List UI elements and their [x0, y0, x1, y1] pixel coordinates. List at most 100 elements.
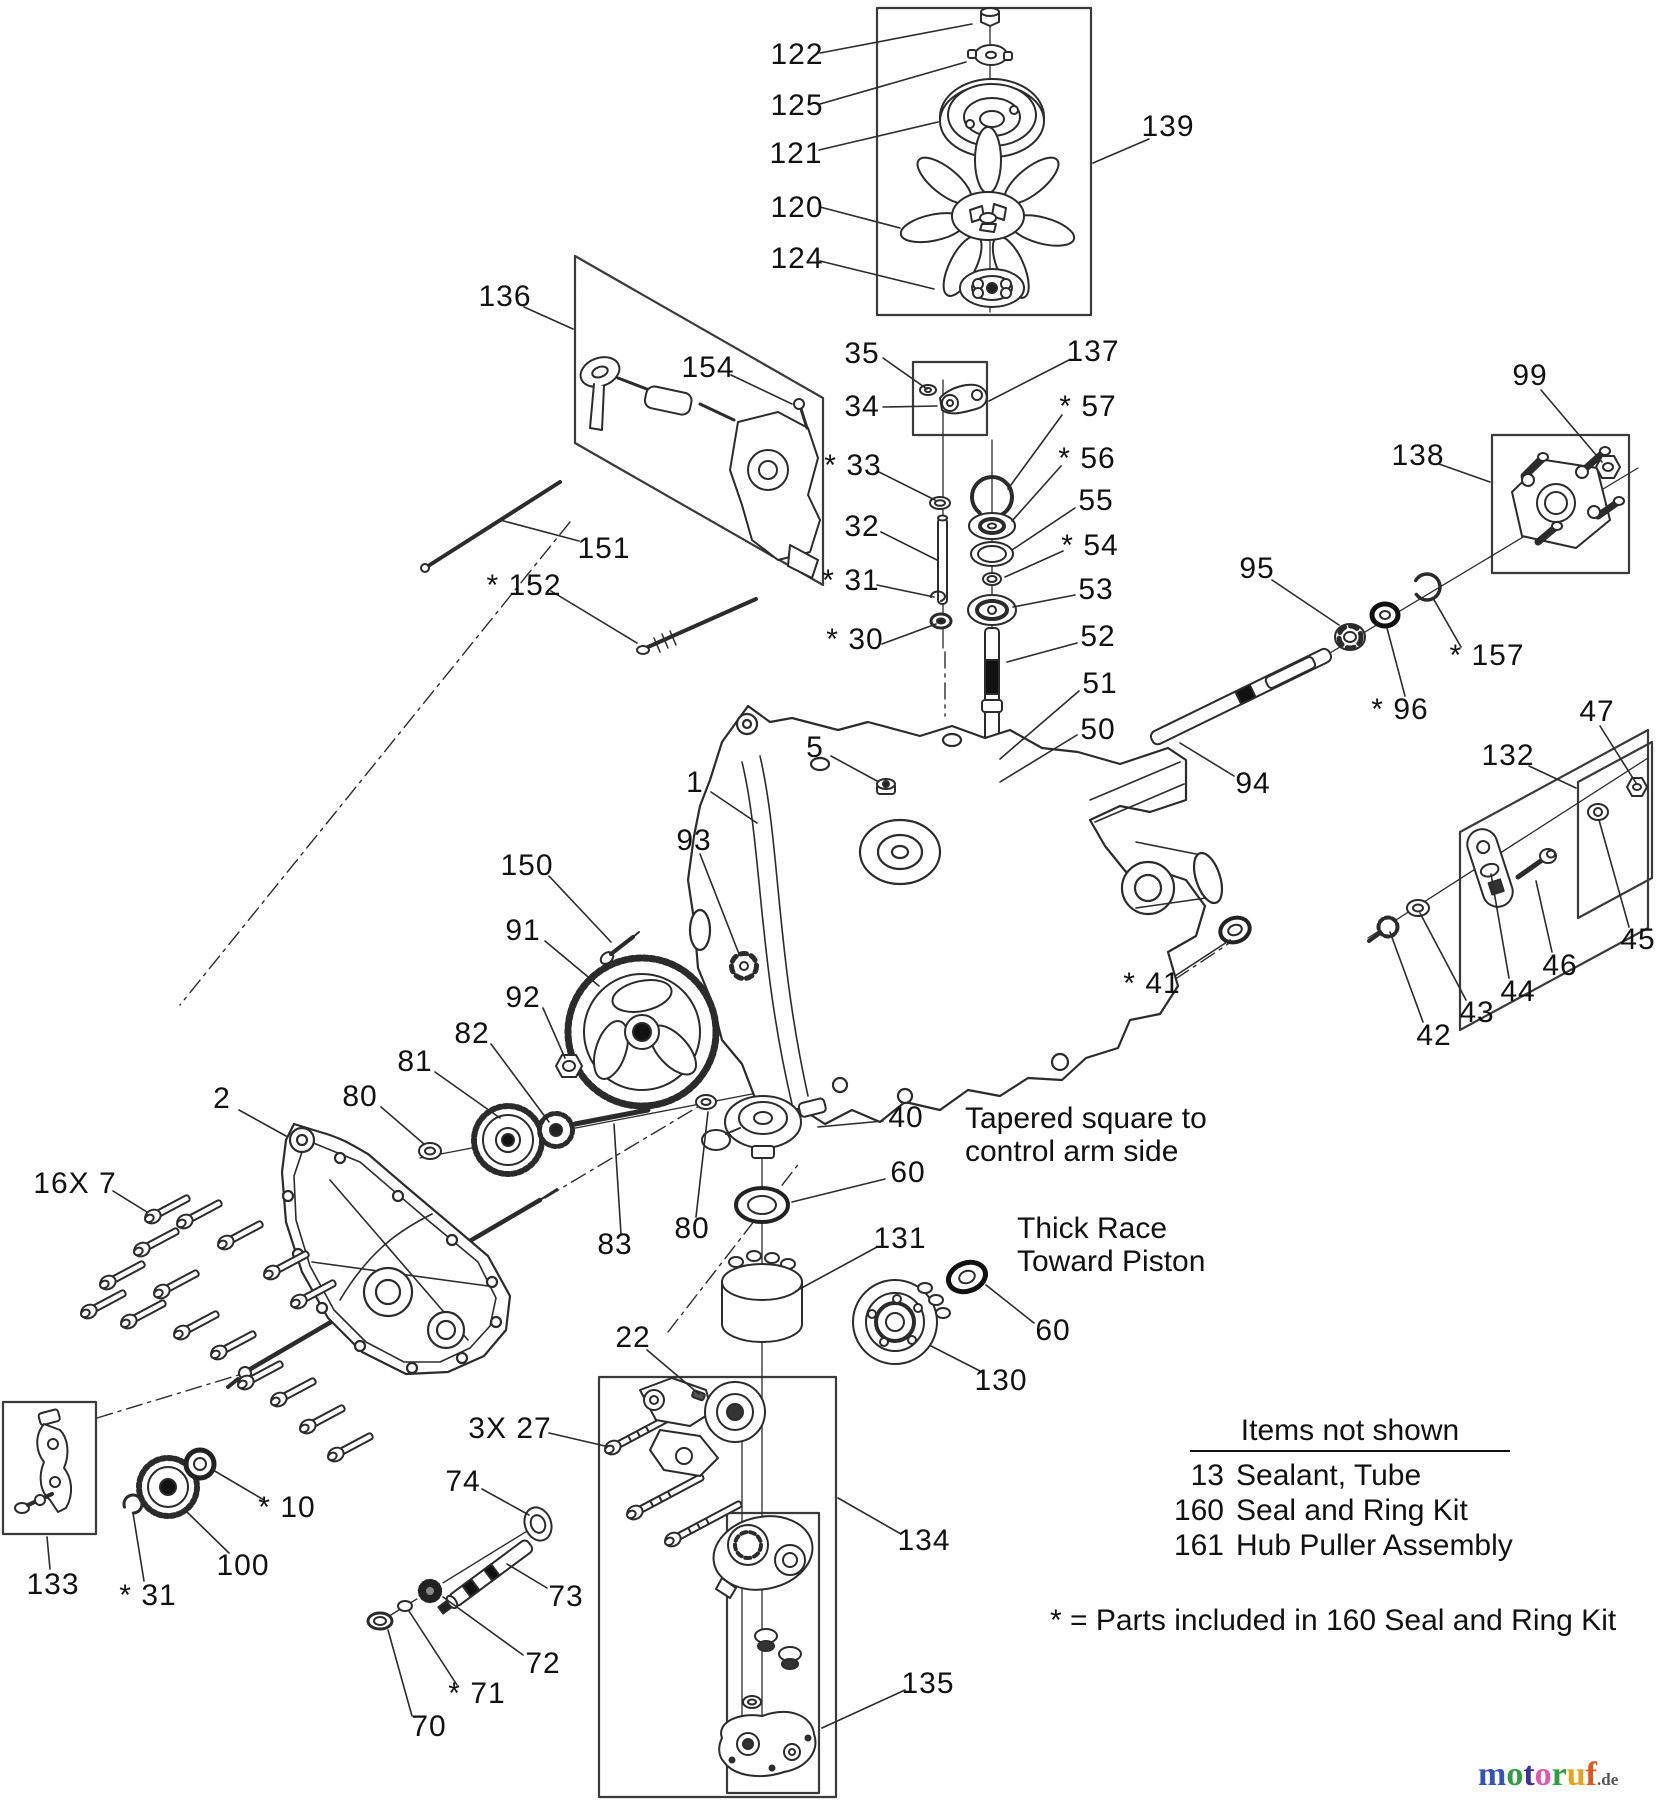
part-callout-17-55: 55 [1078, 484, 1114, 517]
leader-line-54 [1004, 550, 1064, 578]
part-callout-7-154: 154 [681, 351, 735, 384]
part-callout-50-131: 131 [873, 1222, 927, 1255]
part-shaft-32 [937, 514, 948, 605]
part-bolt-7-12 [324, 1428, 377, 1466]
part-shaft-83 [572, 1107, 651, 1127]
control-shaft-column [919, 383, 988, 630]
kit-box-132 [1458, 728, 1650, 1032]
leader-line-134 [837, 1497, 902, 1535]
part-washer-80-left [418, 1142, 442, 1160]
part-oring-54 [982, 572, 1002, 586]
watermark-letter: m [1478, 1756, 1507, 1793]
part-callout-45-80: 80 [342, 1080, 378, 1113]
part-callout-60-71: * 71 [448, 1677, 506, 1710]
leader-line-74 [481, 1488, 530, 1516]
part-gear-91 [564, 954, 720, 1110]
part-washer-small [742, 1695, 762, 1709]
part-callout-48-40: 40 [888, 1101, 924, 1134]
part-callout-68-151: 151 [577, 532, 631, 565]
part-callout-63-135: 135 [901, 1667, 955, 1700]
watermark-domain: .de [1597, 1770, 1619, 1789]
part-callout-23-99: 99 [1512, 359, 1548, 392]
part-snapring-31 [122, 1493, 144, 1515]
part-lockwasher-125 [967, 44, 1013, 66]
part-callout-12-32: 32 [844, 510, 880, 543]
part-callout-25-95: 95 [1239, 552, 1275, 585]
part-callout-34-43: 43 [1459, 996, 1495, 1029]
part-callout-32-46: 46 [1542, 949, 1578, 982]
leader-line-1 [710, 791, 758, 824]
part-washer-74 [523, 1506, 553, 1542]
gear-train [418, 954, 720, 1177]
kit-box-135 [725, 1511, 821, 1795]
part-coupler-124 [959, 268, 1025, 308]
part-callout-21-51: 51 [1082, 667, 1118, 700]
leader-line-51 [999, 690, 1080, 760]
part-bearing-96 [1369, 601, 1401, 629]
items-not-shown-row: 160 Seal and Ring Kit [1150, 1493, 1540, 1528]
part-washer-71 [397, 1600, 413, 1612]
leader-line-125 [819, 61, 967, 105]
leader-line-72 [442, 1596, 524, 1656]
part-screw-154 [793, 398, 809, 430]
leader-line-139 [1092, 138, 1150, 164]
part-bolt-46 [1515, 848, 1557, 880]
part-callout-10-34: 34 [844, 390, 880, 423]
watermark-letter: o [1534, 1756, 1552, 1793]
leader-line-16X7 [112, 1190, 148, 1213]
leader-line-96 [1386, 627, 1406, 697]
leader-line-93 [699, 853, 740, 955]
leader-line-56 [1011, 465, 1062, 522]
watermark-letter: o [1506, 1756, 1524, 1793]
leader-line-41 [1174, 939, 1231, 977]
leader-line-70 [387, 1629, 413, 1717]
kit-box-134 [597, 1375, 838, 1799]
leader-line-130 [930, 1345, 983, 1373]
part-nut-92 [555, 1054, 583, 1078]
items-not-shown-row: 161 Hub Puller Assembly [1150, 1528, 1540, 1563]
item-name: Hub Puller Assembly [1236, 1529, 1513, 1562]
pump-stack [701, 1095, 988, 1365]
part-castle-nut-95 [1334, 623, 1366, 651]
part-bolt-7-10 [267, 1373, 320, 1411]
part-callout-49-60: 60 [890, 1156, 926, 1189]
part-bolt-7-9 [207, 1326, 260, 1364]
leader-line-40 [817, 1120, 884, 1128]
part-washer-43 [1406, 899, 1430, 917]
part-bearing-10 [183, 1447, 217, 1481]
leader-line-60 [985, 1284, 1035, 1324]
leader-line-122 [819, 23, 973, 54]
leader-line-154 [730, 374, 793, 405]
item-num: 13 [1190, 1459, 1224, 1492]
part-bearing-53 [967, 594, 1017, 626]
part-callout-31-45: 45 [1620, 923, 1656, 956]
part-callout-4-124: 124 [770, 242, 824, 275]
part-bolt-7-2 [130, 1223, 183, 1261]
leader-line-10 [212, 1469, 265, 1501]
leader-line-44 [1490, 873, 1510, 979]
leader-line-157 [1432, 597, 1462, 648]
part-gerotor-135 [712, 1515, 814, 1599]
part-callout-43-82: 82 [454, 1017, 490, 1050]
leader-line-42 [1389, 931, 1424, 1023]
part-ring-31 [930, 590, 946, 602]
part-callout-42-92: 92 [505, 981, 541, 1014]
leader-line-35 [882, 357, 928, 390]
part-callout-61-70: 70 [411, 1710, 447, 1743]
part-callout-54-130: 130 [974, 1364, 1028, 1397]
part-callout-47-16X7: 16X 7 [33, 1167, 117, 1200]
leader-line-60 [791, 1178, 886, 1203]
part-callout-62-134: 134 [897, 1524, 951, 1557]
part-pump-cover [718, 1711, 817, 1778]
part-snapring-57 [970, 475, 1014, 519]
bypass-actuator-assembly [579, 356, 821, 579]
leader-line-91 [544, 940, 600, 987]
part-bolt-7-4 [214, 1216, 267, 1254]
leader-line-31 [876, 584, 935, 598]
part-callout-52-83: 83 [597, 1228, 633, 1261]
leader-line-46 [1535, 880, 1553, 953]
leader-line-136 [523, 306, 574, 330]
motor-shaft-group [366, 1506, 553, 1631]
part-bearing-56 [968, 512, 1016, 540]
items-not-shown-title: Items not shown [1190, 1414, 1510, 1452]
